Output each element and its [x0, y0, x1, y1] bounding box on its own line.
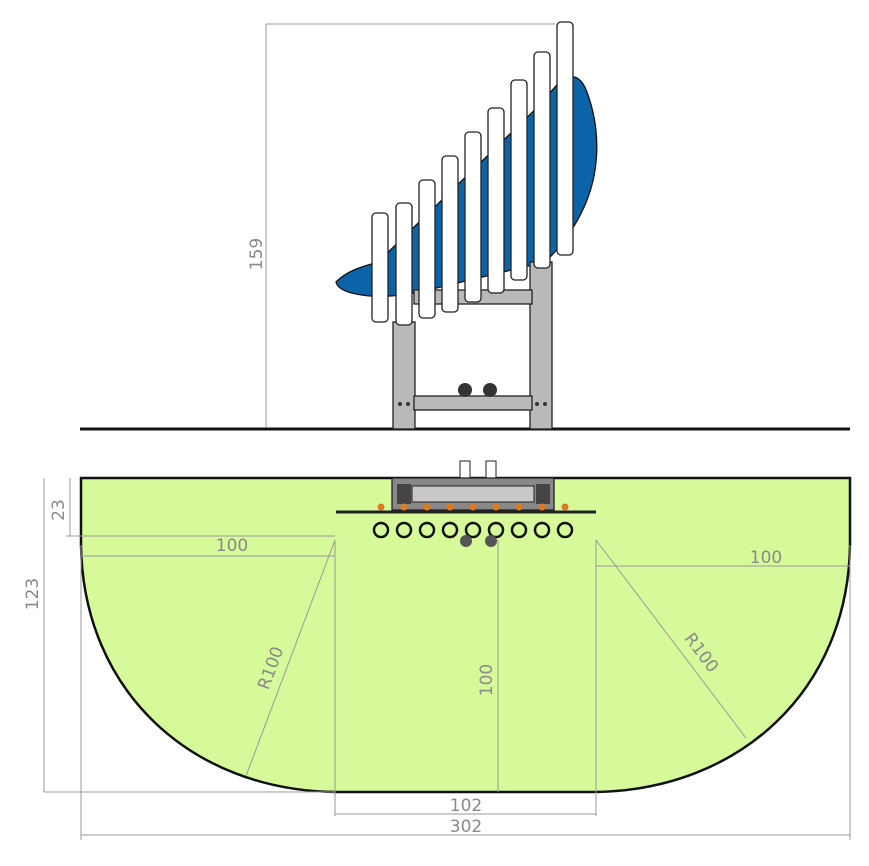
dimension-label-123: 123 [23, 578, 43, 610]
hanger-icon [561, 503, 569, 511]
bolt-icon [460, 535, 472, 547]
chime-hangers [377, 503, 569, 511]
chime-tube [510, 79, 528, 281]
frame-cross-bar [413, 395, 533, 411]
hanger-icon [377, 503, 385, 511]
frame-right-leg [529, 261, 553, 430]
bolt-icon [458, 383, 472, 397]
frame-beam-plan [411, 485, 535, 503]
frame-post-plan [536, 484, 550, 504]
chime-ring-icon [464, 521, 482, 539]
bolt-icon [485, 535, 497, 547]
frame-post-plan [397, 484, 411, 504]
dimension-label-left-100: 100 [216, 536, 248, 556]
dimension-label-right-100: 100 [750, 548, 782, 568]
chime-ring-icon [372, 521, 390, 539]
hanger-icon [446, 503, 454, 511]
chime-tube [418, 179, 436, 319]
screw-icon [543, 402, 547, 406]
chime-ring-icon [441, 521, 459, 539]
hanger-icon [492, 503, 500, 511]
hanger-icon [515, 503, 523, 511]
side-view: 159 [80, 21, 850, 431]
chime-tube [441, 155, 459, 313]
chime-ring-icon [395, 521, 413, 539]
radius-line-right [595, 539, 747, 739]
chime-ring-icon [418, 521, 436, 539]
dimension-label-center-100: 100 [477, 664, 497, 696]
chime-tube [371, 212, 389, 323]
chime-tube [464, 131, 482, 303]
chime-ring-icon [510, 521, 528, 539]
screw-icon [406, 402, 410, 406]
chime-rings [372, 521, 574, 539]
frame-left-leg [392, 321, 416, 430]
bolt-icon [483, 383, 497, 397]
top-view: 23 123 100 100 100 R100 R100 102 302 [23, 460, 852, 840]
hanger-icon [400, 503, 408, 511]
chime-tube [556, 21, 574, 256]
dimension-label-23: 23 [49, 499, 69, 521]
dimension-label-302: 302 [450, 817, 482, 837]
chime-ring-icon [556, 521, 574, 539]
safety-area [79, 476, 852, 794]
chime-ring-icon [533, 521, 551, 539]
chime-tube [533, 51, 551, 269]
chime-tube [487, 107, 505, 294]
dimension-label-159: 159 [247, 238, 267, 270]
hanger-icon [538, 503, 546, 511]
screw-icon [398, 402, 402, 406]
hanger-icon [423, 503, 431, 511]
screw-icon [535, 402, 539, 406]
dimension-label-102: 102 [450, 796, 482, 816]
hanger-icon [469, 503, 477, 511]
chime-tube [395, 202, 413, 326]
radius-line-left [245, 539, 336, 777]
chime-ring-icon [487, 521, 505, 539]
